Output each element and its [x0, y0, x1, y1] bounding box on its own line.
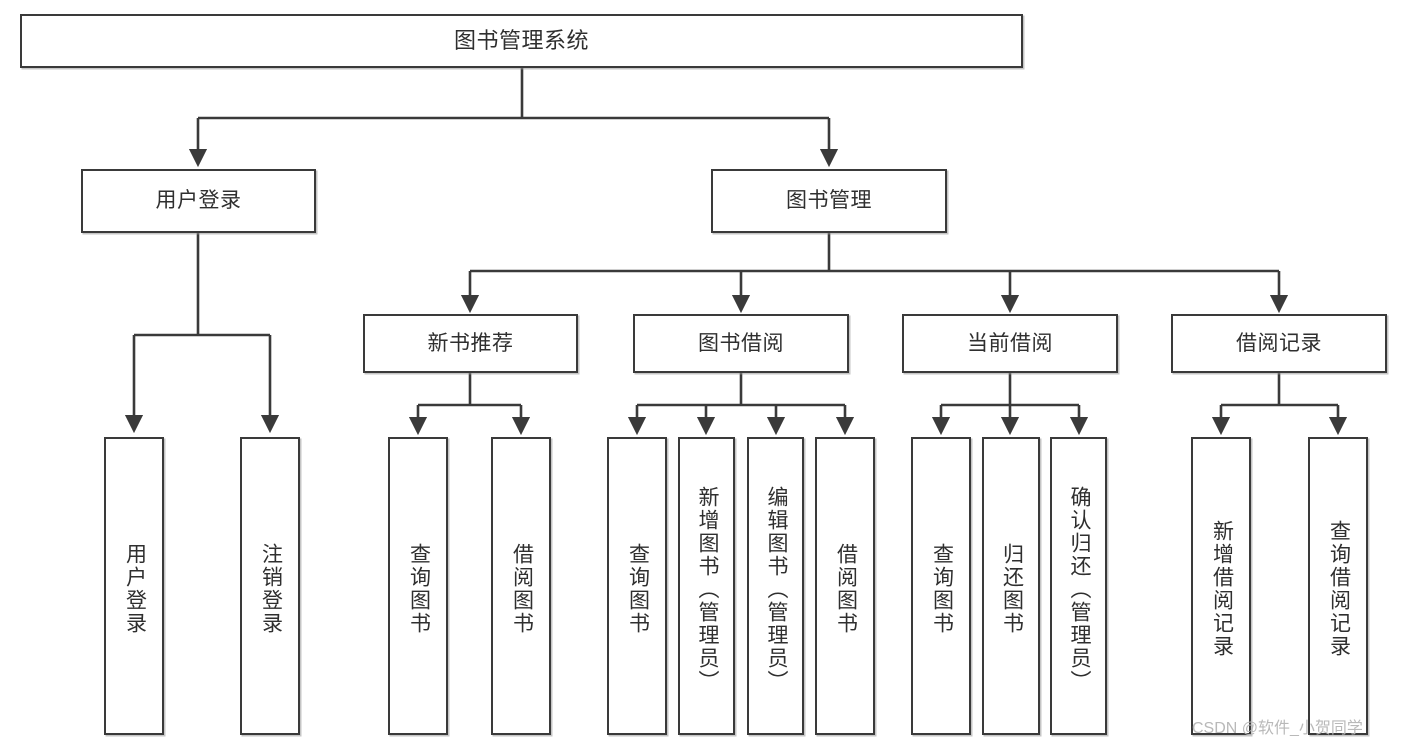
leaf-borrow-add-book-admin[interactable]: 新增图书（管理员） [678, 437, 735, 735]
leaf-borrow-query-book[interactable]: 查询图书 [607, 437, 667, 735]
node-borrow-record[interactable]: 借阅记录 [1171, 314, 1387, 373]
node-root-label: 图书管理系统 [453, 27, 589, 53]
node-user-login-label: 用户登录 [155, 189, 242, 213]
leaf-user-logout[interactable]: 注销登录 [240, 437, 300, 735]
leaf-current-return-book-label: 归还图书 [1000, 543, 1024, 635]
node-root-system[interactable]: 图书管理系统 [20, 14, 1023, 68]
node-book-management[interactable]: 图书管理 [711, 169, 947, 233]
node-borrow-record-label: 借阅记录 [1236, 331, 1322, 355]
leaf-user-login-label: 用户登录 [123, 543, 147, 635]
leaf-newbook-query-book[interactable]: 查询图书 [388, 437, 448, 735]
node-book-borrow-label: 图书借阅 [698, 331, 784, 355]
leaf-borrow-edit-book-admin[interactable]: 编辑图书（管理员） [747, 437, 804, 735]
node-new-book-recommend-label: 新书推荐 [427, 331, 514, 355]
leaf-newbook-borrow-book[interactable]: 借阅图书 [491, 437, 551, 735]
leaf-borrow-borrow-book[interactable]: 借阅图书 [815, 437, 875, 735]
leaf-record-add-record[interactable]: 新增借阅记录 [1191, 437, 1251, 735]
leaf-record-query-record-label: 查询借阅记录 [1327, 520, 1351, 658]
node-user-login[interactable]: 用户登录 [81, 169, 316, 233]
node-current-borrow[interactable]: 当前借阅 [902, 314, 1118, 373]
node-book-borrow[interactable]: 图书借阅 [633, 314, 849, 373]
node-new-book-recommend[interactable]: 新书推荐 [363, 314, 578, 373]
leaf-newbook-borrow-book-label: 借阅图书 [510, 543, 534, 635]
leaf-current-confirm-return-admin[interactable]: 确认归还（管理员） [1050, 437, 1107, 735]
leaf-record-query-record[interactable]: 查询借阅记录 [1308, 437, 1368, 735]
leaf-current-return-book[interactable]: 归还图书 [982, 437, 1040, 735]
leaf-user-logout-label: 注销登录 [259, 543, 283, 635]
leaf-current-query-book[interactable]: 查询图书 [911, 437, 971, 735]
leaf-borrow-borrow-book-label: 借阅图书 [834, 543, 858, 635]
leaf-current-confirm-return-admin-label: 确认归还（管理员） [1067, 485, 1091, 693]
node-current-borrow-label: 当前借阅 [967, 331, 1053, 355]
node-book-management-label: 图书管理 [786, 189, 872, 213]
leaf-borrow-add-book-admin-label: 新增图书（管理员） [695, 485, 719, 693]
leaf-user-login[interactable]: 用户登录 [104, 437, 164, 735]
leaf-borrow-edit-book-admin-label: 编辑图书（管理员） [764, 485, 788, 693]
leaf-record-add-record-label: 新增借阅记录 [1210, 520, 1234, 658]
leaf-current-query-book-label: 查询图书 [930, 543, 954, 635]
leaf-newbook-query-book-label: 查询图书 [407, 543, 431, 635]
leaf-borrow-query-book-label: 查询图书 [626, 543, 650, 635]
